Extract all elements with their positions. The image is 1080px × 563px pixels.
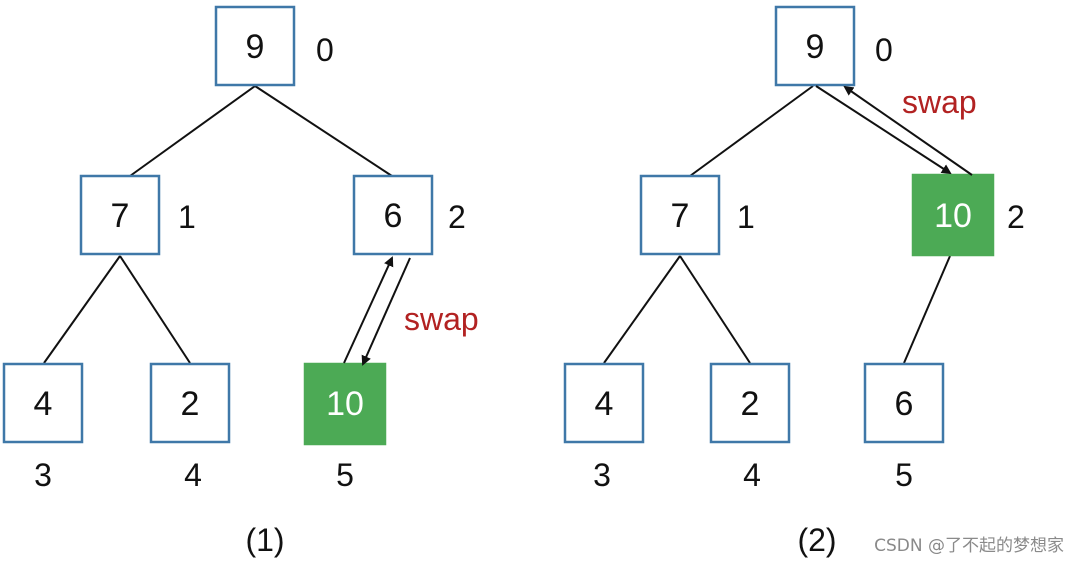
tree-node: 6 — [863, 362, 945, 444]
node-index: 4 — [184, 457, 202, 493]
tree-node: 6 — [352, 174, 434, 256]
node-value: 7 — [111, 197, 130, 235]
node-index: 1 — [737, 199, 755, 235]
node-value: 6 — [384, 197, 403, 235]
tree-node: 2 — [149, 362, 231, 444]
swap-arrow-down — [815, 85, 952, 175]
tree-node: 4 — [563, 362, 645, 444]
node-index: 3 — [34, 457, 52, 493]
node-index: 1 — [178, 199, 196, 235]
tree-node: 9 — [774, 5, 856, 87]
node-index: 2 — [448, 199, 466, 235]
node-index: 0 — [316, 32, 334, 68]
tree-node-highlighted: 10 — [303, 362, 387, 446]
node-index: 0 — [875, 32, 893, 68]
edge-1-3 — [43, 255, 121, 364]
diagram-caption: (2) — [797, 522, 836, 558]
tree-node-highlighted: 10 — [911, 173, 995, 257]
node-value: 9 — [246, 28, 265, 66]
diagram-caption: (1) — [245, 522, 284, 558]
node-value: 9 — [806, 28, 825, 66]
tree-node: 7 — [639, 174, 721, 256]
node-index: 2 — [1007, 199, 1025, 235]
edge-0-2 — [254, 85, 393, 177]
edge-0-1 — [689, 85, 814, 177]
node-value: 7 — [671, 197, 690, 235]
node-index: 3 — [593, 457, 611, 493]
edge-1-4 — [679, 255, 751, 364]
node-value: 2 — [741, 385, 760, 423]
node-index: 5 — [895, 457, 913, 493]
node-value: 10 — [934, 197, 972, 235]
tree-node: 2 — [709, 362, 791, 444]
edge-0-1 — [129, 85, 256, 177]
tree-node: 7 — [79, 174, 161, 256]
swap-arrow-down — [361, 257, 411, 366]
node-value: 2 — [181, 385, 200, 423]
swap-label: swap — [902, 84, 977, 120]
diagram-1: 9 0 7 1 6 2 4 3 2 4 10 5 swap — [2, 5, 479, 558]
edge-1-4 — [119, 255, 191, 364]
tree-node: 4 — [2, 362, 84, 444]
swap-arrow-up — [343, 256, 394, 364]
node-index: 5 — [336, 457, 354, 493]
tree-node: 9 — [214, 5, 296, 87]
swap-arrow-up — [843, 85, 973, 176]
node-value: 6 — [895, 385, 914, 423]
node-value: 4 — [34, 385, 53, 423]
node-index: 4 — [743, 457, 761, 493]
edge-1-3 — [603, 255, 681, 364]
node-value: 10 — [326, 385, 364, 423]
node-value: 4 — [595, 385, 614, 423]
watermark-text: CSDN @了不起的梦想家 — [874, 536, 1064, 556]
diagram-2: 9 0 7 1 10 2 4 3 2 4 6 5 swap — [563, 5, 1025, 558]
edge-2-5 — [903, 255, 951, 364]
swap-label: swap — [404, 301, 479, 337]
